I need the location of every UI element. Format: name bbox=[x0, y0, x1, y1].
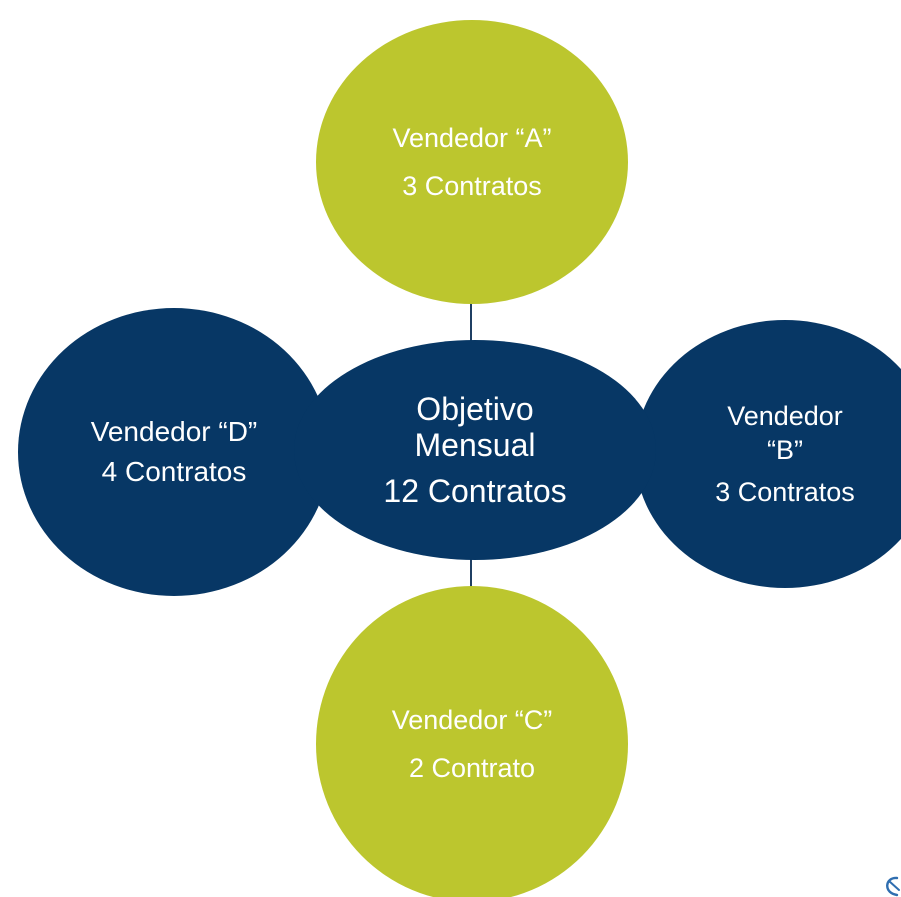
node-d-label: Vendedor “D” bbox=[90, 416, 258, 447]
node-b-value: 3 Contratos bbox=[715, 477, 855, 507]
node-b-label-1: Vendedor bbox=[727, 401, 843, 431]
node-c-value: 2 Contrato bbox=[408, 753, 536, 783]
node-vendedor-b: Vendedor “B” 3 Contratos bbox=[635, 320, 901, 588]
center-label-1: Objetivo bbox=[416, 391, 534, 427]
center-value: 12 Contratos bbox=[383, 473, 567, 509]
node-vendedor-a: Vendedor “A” 3 Contratos bbox=[316, 20, 628, 304]
node-a-label: Vendedor “A” bbox=[392, 123, 552, 153]
node-c-label: Vendedor “C” bbox=[391, 705, 553, 735]
node-vendedor-c: Vendedor “C” 2 Contrato bbox=[316, 586, 628, 897]
node-b-label-2: “B” bbox=[767, 435, 803, 465]
center-label-2: Mensual bbox=[414, 427, 536, 463]
connector-top bbox=[470, 302, 472, 342]
connector-bottom bbox=[470, 556, 472, 590]
node-vendedor-d: Vendedor “D” 4 Contratos bbox=[18, 308, 330, 596]
logo-mark-icon bbox=[886, 876, 900, 897]
node-d-value: 4 Contratos bbox=[101, 456, 247, 487]
node-objetivo-mensual: Objetivo Mensual 12 Contratos bbox=[294, 340, 656, 560]
node-a-value: 3 Contratos bbox=[402, 171, 542, 201]
